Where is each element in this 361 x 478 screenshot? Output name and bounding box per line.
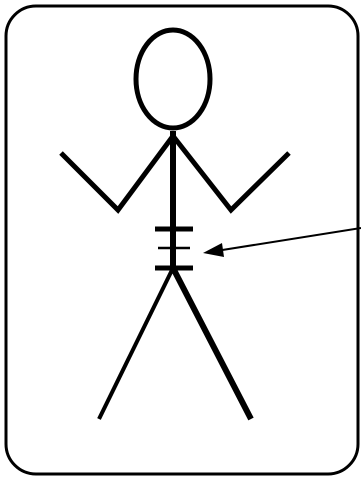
card-frame — [6, 6, 358, 474]
